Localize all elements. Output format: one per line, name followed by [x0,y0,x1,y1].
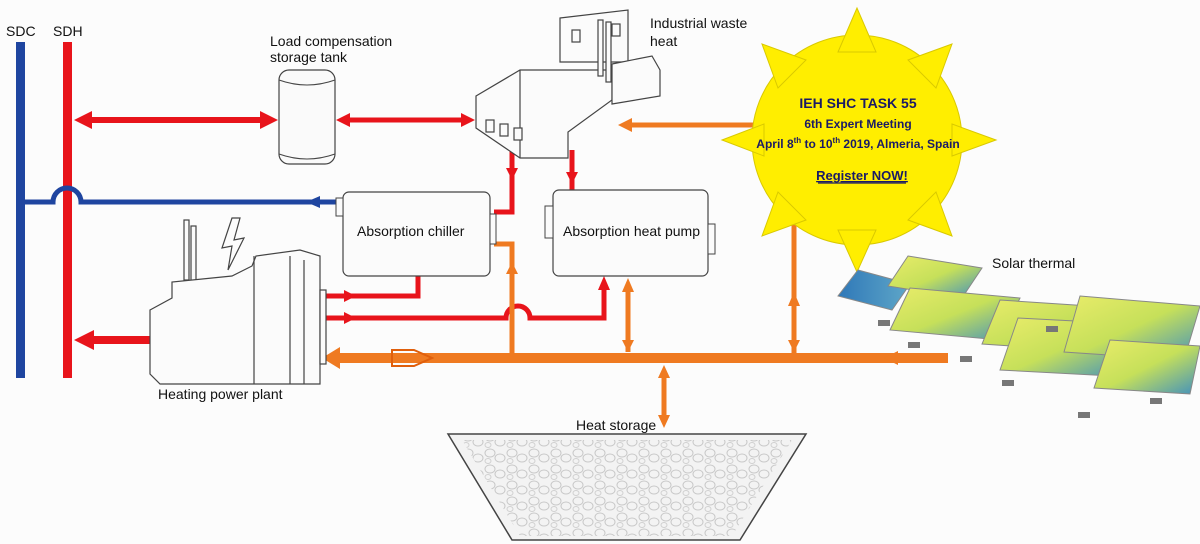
absorption-heat-pump [544,189,716,277]
solar-thermal-label: Solar thermal [992,255,1075,271]
load-tank-label-1: Load compensation [270,33,392,49]
banner-dates: April 8th to 10th 2019, Almeria, Spain [756,136,959,151]
absorption-chiller-label: Absorption chiller [357,223,465,239]
sdc-line [16,42,25,378]
red-pipes [74,111,610,350]
power-plant-icon [149,219,327,385]
solar-panel-icon [837,255,1200,418]
sdc-label: SDC [6,23,36,39]
heating-power-plant-label: Heating power plant [158,386,283,402]
absorption-heat-pump-label: Absorption heat pump [563,223,700,239]
absorption-chiller [335,191,497,277]
factory-icon [475,9,661,159]
sun-banner: IEH SHC TASK 55 6th Expert Meeting April… [756,95,960,184]
sdh-line [63,42,72,378]
waste-heat-label-2: heat [650,33,677,49]
register-link[interactable]: Register NOW! [816,168,908,183]
heat-storage-basin [446,433,808,541]
waste-heat-label-1: Industrial waste [650,15,747,31]
cold-supply-pipe [25,185,338,208]
banner-title: IEH SHC TASK 55 [799,95,916,111]
load-compensation-tank [278,69,336,165]
sun-icon [720,6,998,274]
banner-subtitle: 6th Expert Meeting [804,117,911,131]
sdh-label: SDH [53,23,83,39]
heat-storage-label: Heat storage [576,417,656,433]
load-tank-label-2: storage tank [270,49,348,65]
lightning-icon [221,217,246,271]
